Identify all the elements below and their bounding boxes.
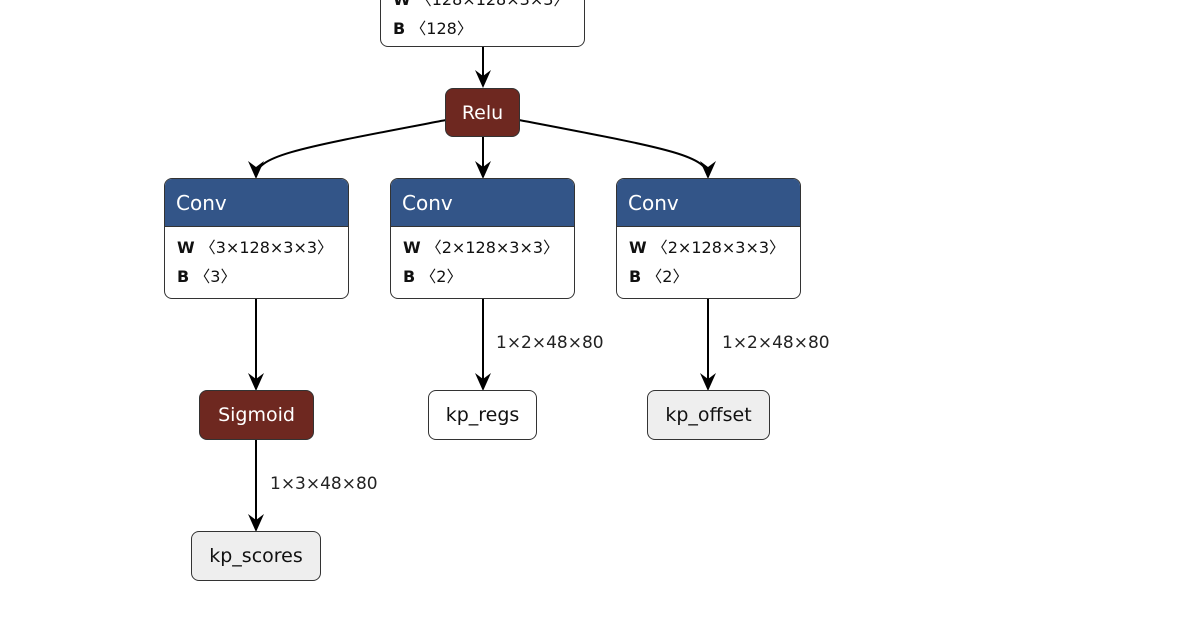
edge-relu-conv1	[248, 119, 447, 179]
relu-node[interactable]: Relu	[445, 88, 520, 137]
edge-relu-conv3	[518, 119, 716, 179]
edge-label-offset: 1×2×48×80	[722, 333, 830, 353]
output-kp-scores[interactable]: kp_scores	[191, 531, 321, 581]
sigmoid-node[interactable]: Sigmoid	[199, 390, 314, 440]
conv-node-offset[interactable]: Conv W 〈2×128×3×3〉 B 〈2〉	[616, 178, 801, 299]
conv-node-top[interactable]: W 〈128×128×3×3〉 B 〈128〉	[380, 0, 585, 47]
conv-node-regs[interactable]: Conv W 〈2×128×3×3〉 B 〈2〉	[390, 178, 575, 299]
edge-label-regs: 1×2×48×80	[496, 333, 604, 353]
conv-node-scores[interactable]: Conv W 〈3×128×3×3〉 B 〈3〉	[164, 178, 349, 299]
output-kp-regs[interactable]: kp_regs	[428, 390, 537, 440]
edge-label-scores: 1×3×48×80	[270, 474, 378, 494]
output-kp-offset[interactable]: kp_offset	[647, 390, 770, 440]
